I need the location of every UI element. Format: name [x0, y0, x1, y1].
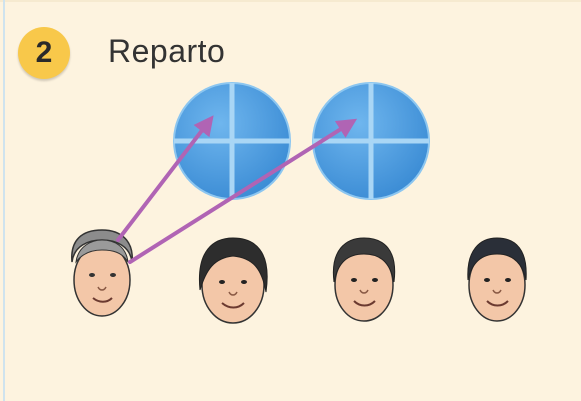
- person-1-face: [71, 229, 133, 317]
- pie-2: [312, 82, 430, 200]
- activity-title: Reparto: [108, 33, 226, 69]
- arrow-to-pie-1: [116, 115, 214, 242]
- step-number: 2: [35, 36, 53, 69]
- person-4-face: [467, 237, 527, 322]
- left-divider: [3, 0, 5, 401]
- person-2-face: [198, 237, 268, 324]
- step-number-badge: 2: [18, 27, 70, 79]
- person-3-face: [332, 237, 396, 322]
- arrow-to-pie-2: [128, 118, 358, 264]
- top-divider: [0, 0, 581, 2]
